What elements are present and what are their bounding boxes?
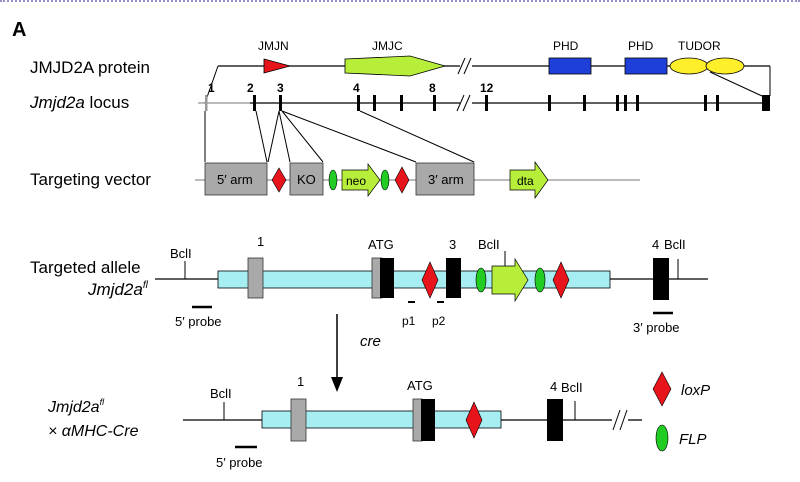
phd-domain-2 [624,57,668,75]
vector-loxp-2 [394,166,410,194]
targeted-exon-3-label: 3 [449,237,456,252]
targeted-flp-2 [534,267,546,293]
targeted-bcl-label-1: BclI [170,246,192,261]
vector-dta-cassette [509,160,549,200]
locus-exons [205,95,770,111]
targeted-exon-1-label: 1 [257,234,264,249]
vector-5-arm-label: 5′ arm [217,172,253,187]
vector-flp-1 [328,169,338,191]
primer-p2-label: p2 [432,314,446,328]
protein-break-mark [457,57,472,75]
jmjn-label: JMJN [258,39,289,53]
vector-neo-cassette [341,162,381,198]
vector-row-label: Targeting vector [30,170,151,189]
phd-label-1: PHD [553,39,579,53]
vector-dta-label: dta [517,174,534,188]
cre-arrow-head [331,377,343,392]
cross-atg-exon-black [421,399,435,441]
targeted-exon-3 [446,258,461,298]
targeted-atg-exon-black [380,258,394,298]
panel-label: A [12,19,26,41]
legend-flp-symbol [655,424,669,452]
phd-domain-1 [548,57,592,75]
vector-3-arm-label: 3′ arm [428,172,464,187]
targeted-5-probe-label: 5′ probe [175,314,222,329]
cross-5-probe-label: 5′ probe [216,455,263,470]
exon-number-2: 2 [247,81,254,95]
jmjc-label: JMJC [372,39,403,53]
tudor-label: TUDOR [678,39,721,53]
exon-number-4: 4 [353,81,360,95]
cross-atg-exon-gray [412,398,423,442]
targeted-bcl-label-3: BclI [664,237,686,252]
cross-loxp [465,401,483,439]
cross-atg-label: ATG [407,378,433,393]
vector-ko-box [289,162,324,196]
targeted-exon-4-label: 4 [652,237,659,252]
cre-label: cre [360,333,381,350]
targeted-loxp-2 [552,261,570,299]
cross-cre-line: × αMHC-Cre [48,423,139,440]
cross-transcript-bar [261,410,502,429]
targeted-row-label: Targeted allele [30,258,141,277]
cross-exon-1-label: 1 [297,374,304,389]
tudor-domain-1 [669,57,709,75]
legend-loxp-symbol [652,371,672,407]
jmjc-domain [344,55,447,77]
exon-number-3: 3 [277,81,284,95]
targeted-exon-1 [247,257,264,299]
targeted-neo-cassette [491,257,529,303]
protein-row-label: JMJD2A protein [30,58,150,77]
cross-exon-1 [290,398,307,442]
legend-loxp-label: loxP [681,382,710,399]
targeted-transcript-bar [217,270,611,289]
vector-3-arm [415,162,475,196]
vector-neo-label: neo [346,174,366,188]
legend-flp-label: FLP [679,431,707,448]
targeted-bcl-label-2: BclI [478,237,500,252]
vector-flp-2 [380,169,390,191]
vector-5-arm [204,162,268,196]
exon-number-8: 8 [429,81,436,95]
cross-bcl-label-1: BclI [210,386,232,401]
locus-vector-mapping-lines [204,110,475,163]
jmjn-domain [263,58,292,74]
cross-bcl-label-2: BclI [561,380,583,395]
targeted-loxp-1 [421,261,439,299]
targeted-flp-1 [475,267,487,293]
vector-ko-label: KO [297,172,316,187]
top-border-line [0,0,800,2]
locus-exon-numbers: 1 2 3 4 8 12 [208,81,494,95]
targeted-exon-4 [653,258,669,300]
vector-loxp-1 [271,167,287,193]
exon-number-12: 12 [480,81,494,95]
cross-allele-name: Jmjd2afl [47,397,105,416]
locus-break-mark [456,94,471,112]
exon-number-1: 1 [208,81,215,95]
cross-break-mark [612,409,628,431]
phd-label-2: PHD [628,39,654,53]
cross-exon-4 [547,399,563,441]
cross-exon-4-label: 4 [550,379,557,394]
targeted-allele-name: Jmjd2afl [87,280,149,299]
tudor-domain-2 [705,57,745,75]
primer-p1-label: p1 [402,314,416,328]
locus-row-label: Jmjd2a locus [29,93,129,112]
targeted-3-probe-label: 3′ probe [633,320,680,335]
targeted-atg-label: ATG [368,237,394,252]
